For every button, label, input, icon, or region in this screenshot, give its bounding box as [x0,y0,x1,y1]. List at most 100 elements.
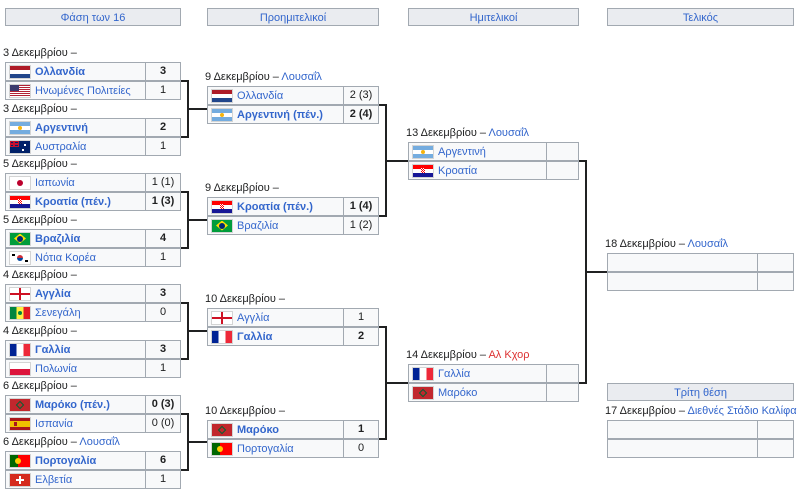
team-name-link[interactable]: Πολωνία [35,362,78,375]
team-name-link[interactable]: Ολλανδία [237,89,284,102]
team-score [757,273,793,290]
team-score: 0 (0) [145,415,180,432]
match-date-text: 5 Δεκεμβρίου [3,158,68,170]
team-name-link[interactable]: Βραζιλία [35,232,81,245]
team-name-link[interactable]: Ιαπωνία [35,176,75,189]
match-date: 4 Δεκεμβρίου – [3,268,77,282]
match-date-text: 9 Δεκεμβρίου [205,71,270,83]
team-name-link[interactable]: Βραζιλία [237,219,279,232]
team-row: Αγγλία 3 [5,284,181,303]
team-name-link[interactable]: Μαρόκο (πέν.) [35,398,110,411]
round-header[interactable]: Τελικός [607,8,794,26]
date-separator: – [275,405,286,417]
bracket-connector-line [181,80,188,82]
team-name-link[interactable]: Αγγλία [237,311,270,324]
team-name-link[interactable]: Πορτογαλία [237,442,294,455]
team-name-link[interactable]: Ηνωμένες Πολιτείες [35,84,131,97]
team-name-link[interactable]: Αργεντινή [438,145,486,158]
flag-croatia-icon [413,164,433,177]
venue-link[interactable]: Λουσαΐλ [281,71,322,83]
match-date: 9 Δεκεμβρίου – [205,181,279,195]
team-row: Ισπανία 0 (0) [5,414,181,433]
team-score: 3 [145,285,180,302]
flag-argentina-icon [413,145,433,158]
bracket-connector-line [181,469,188,471]
team-score: 1 [343,309,378,326]
match-date-text: 6 Δεκεμβρίου [3,380,68,392]
team-name-link[interactable]: Μαρόκο [237,423,279,436]
team-row [607,420,794,439]
team-name-link[interactable]: Αργεντινή (πέν.) [237,108,323,121]
match-date-text: 17 Δεκεμβρίου [605,405,676,417]
bracket-connector-line [181,136,188,138]
team-score [757,254,793,271]
team-row: Αργεντινή (πέν.)2 (4) [207,105,379,124]
team-name-link[interactable]: Αγγλία [35,287,71,300]
match-date-text: 9 Δεκεμβρίου [205,182,270,194]
match-date-text: 10 Δεκεμβρίου [205,293,276,305]
flag-senegal-icon [10,306,30,319]
team-name-link[interactable]: Κροατία [438,164,478,177]
team-name-link[interactable]: Γαλλία [35,343,71,356]
date-separator: – [675,238,688,250]
bracket-connector-line [379,326,386,328]
venue-link[interactable]: Λουσαΐλ [79,436,120,448]
team-score [546,162,578,179]
date-separator: – [67,325,77,337]
flag-usa-icon [10,84,30,97]
round-header[interactable]: Ημιτελικοί [408,8,579,26]
team-name-link[interactable]: Κροατία (πέν.) [35,195,111,208]
flag-england-icon [10,287,30,300]
flag-australia-icon [10,140,30,153]
match-date: 9 Δεκεμβρίου – Λουσαΐλ [205,70,322,84]
round-header[interactable]: Τρίτη θέση [607,383,794,401]
match-date-text: 3 Δεκεμβρίου [3,47,68,59]
flag-argentina-icon [10,121,30,134]
match-date: 14 Δεκεμβρίου – Αλ Κχορ [406,348,530,362]
team-score: 1 [343,421,378,438]
flag-spain-icon [10,417,30,430]
team-name-link[interactable]: Πορτογαλία [35,454,97,467]
bracket-connector-line [188,330,207,332]
date-separator: – [67,47,77,59]
team-score [757,440,793,457]
bracket-connector-line [586,271,607,273]
team-name-link[interactable]: Σενεγάλη [35,306,81,319]
bracket-connector-line [379,215,386,217]
venue-link[interactable]: Αλ Κχορ [488,349,530,361]
match-date: 6 Δεκεμβρίου – Λουσαΐλ [3,435,120,449]
date-separator: – [67,103,77,115]
venue-link[interactable]: Λουσαΐλ [488,127,530,139]
team-name-link[interactable]: Ισπανία [35,417,73,430]
venue-link[interactable]: Λουσαΐλ [687,238,729,250]
match-date-text: 3 Δεκεμβρίου [3,103,68,115]
bracket-connector-line [181,247,188,249]
team-name-link[interactable]: Ελβετία [35,473,73,486]
team-name-link[interactable]: Ολλανδία [35,65,86,78]
flag-croatia-icon [10,195,30,208]
team-name-link[interactable]: Αυστραλία [35,140,87,153]
match-date-text: 4 Δεκεμβρίου [3,269,68,281]
team-name-link[interactable]: Γαλλία [438,367,471,380]
round-header[interactable]: Φάση των 16 [5,8,181,26]
bracket-connector-line [181,302,188,304]
match-date: 4 Δεκεμβρίου – [3,324,77,338]
team-name-link[interactable]: Μαρόκο [438,386,478,399]
team-name-link[interactable]: Κροατία (πέν.) [237,200,313,213]
team-score: 1 (4) [343,198,378,215]
team-name-link[interactable]: Γαλλία [237,330,273,343]
team-name-link[interactable]: Νότια Κορέα [35,251,96,264]
date-separator: – [675,405,688,417]
match-date-text: 14 Δεκεμβρίου [406,349,477,361]
match-date-text: 4 Δεκεμβρίου [3,325,68,337]
bracket-connector-line [181,358,188,360]
round-header[interactable]: Προημιτελικοί [207,8,379,26]
team-name-link[interactable]: Αργεντινή [35,121,89,134]
venue-link[interactable]: Διεθνές Στάδιο Καλίφα [687,405,797,417]
